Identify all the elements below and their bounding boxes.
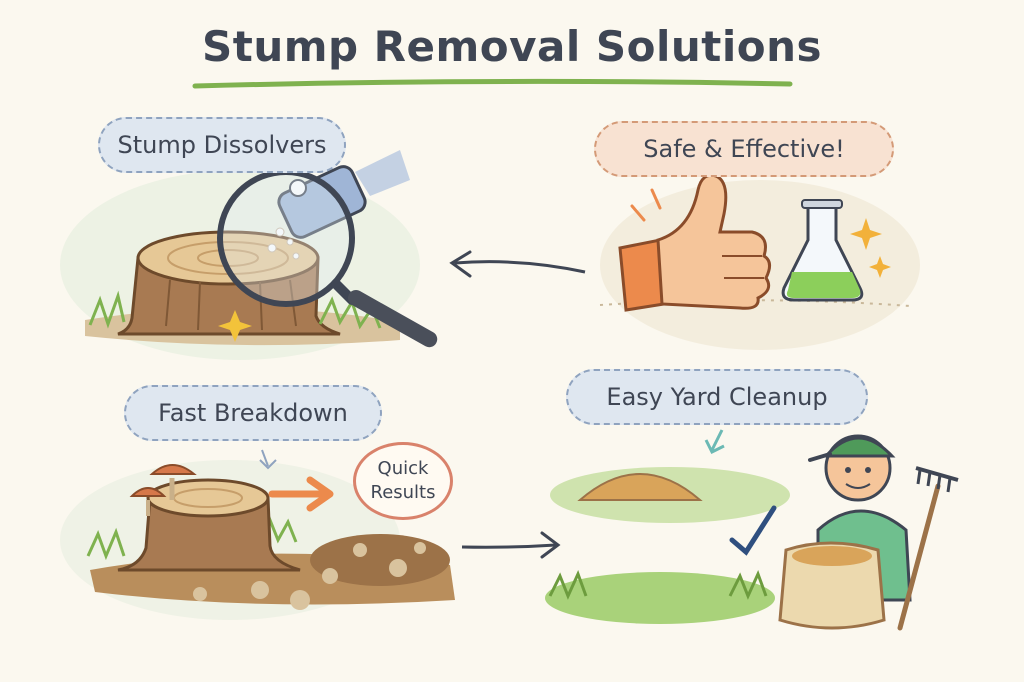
quick-results-line1: Quick <box>377 458 429 479</box>
sack-icon <box>778 541 886 630</box>
rake-icon <box>897 466 959 631</box>
debris-pile <box>193 534 450 610</box>
powder-particles <box>267 227 300 260</box>
tree-stump-icon <box>117 230 341 336</box>
arrow-icon <box>449 250 586 278</box>
label-stump-dissolvers: Stump Dissolvers <box>98 117 346 173</box>
page-title: Stump Removal Solutions <box>202 22 822 71</box>
quick-results-badge: Quick Results <box>353 442 453 520</box>
checkmark-icon <box>729 505 777 556</box>
motion-lines <box>630 188 662 222</box>
panel2-ground <box>599 299 911 307</box>
arrow-icon <box>461 531 561 559</box>
quick-results-line2: Results <box>370 482 436 503</box>
tree-stump-icon <box>117 478 301 572</box>
sparkle-icon <box>850 218 882 250</box>
fast-breakdown-illustration <box>60 449 455 620</box>
mushroom-icon <box>129 464 197 516</box>
mulch-pile <box>577 473 703 501</box>
thumbs-up-icon <box>618 173 771 312</box>
title-underline <box>192 78 793 89</box>
sparkle-icon <box>869 256 891 278</box>
grass-tuft <box>86 527 126 561</box>
easy-cleanup-illustration <box>545 429 959 631</box>
clean-lawn <box>545 572 775 624</box>
stump-dissolvers-illustration <box>60 150 438 360</box>
flask-icon <box>781 199 864 302</box>
label-safe-effective: Safe & Effective! <box>594 121 894 177</box>
pointer-arrow <box>704 429 725 455</box>
powder-container-icon <box>277 150 410 239</box>
grass-tuft <box>548 570 768 600</box>
sparkle-icon <box>218 310 252 342</box>
grass-tuft <box>88 290 126 329</box>
label-fast-breakdown: Fast Breakdown <box>124 385 382 441</box>
pointer-arrow <box>259 449 277 470</box>
label-easy-yard-cleanup: Easy Yard Cleanup <box>566 369 868 425</box>
safe-effective-illustration <box>599 173 920 350</box>
arrow-icon <box>268 476 334 512</box>
